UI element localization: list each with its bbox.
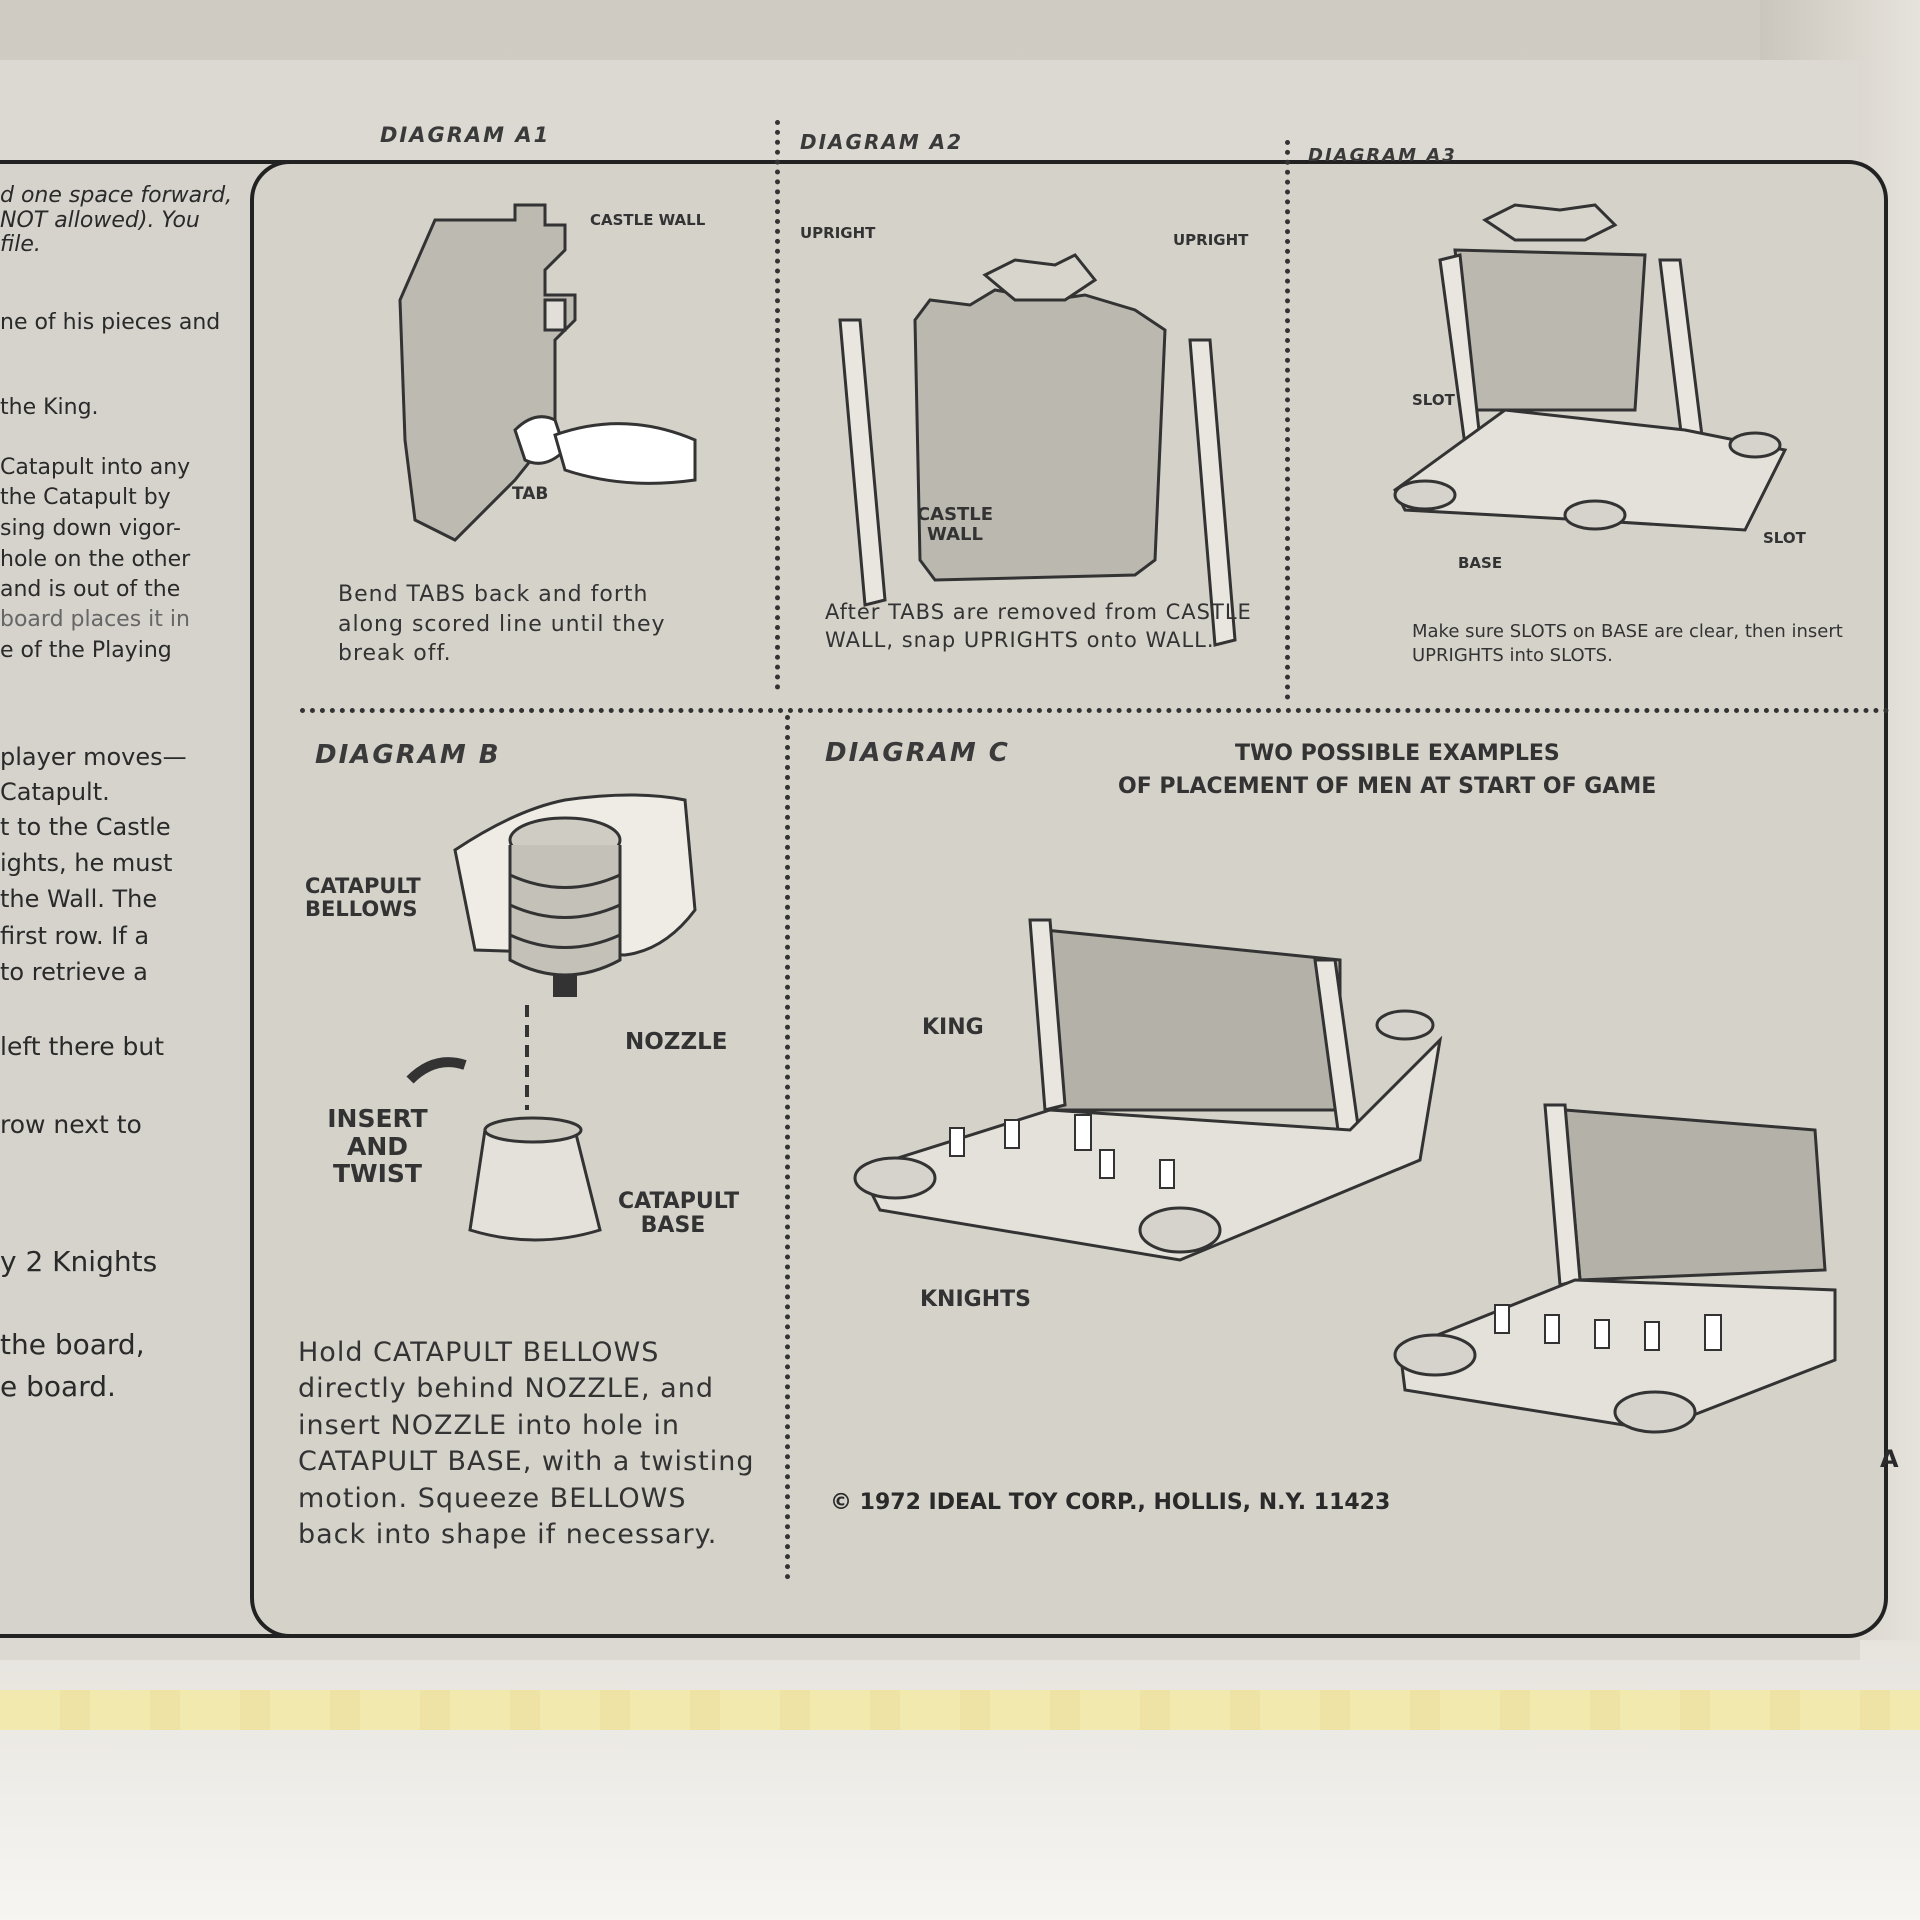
c-heading-line1: TWO POSSIBLE EXAMPLES <box>1235 741 1560 766</box>
left-text-line: t to the Castle <box>0 813 171 841</box>
a3-slot-right-tag: SLOT <box>1763 529 1806 547</box>
left-text-line: board places it in <box>0 607 190 632</box>
c-knights-tag: KNIGHTS <box>920 1287 1031 1312</box>
left-text-line: player moves— <box>0 743 187 771</box>
base-slots-illustration <box>1393 203 1788 532</box>
board-example-1 <box>853 918 1443 1262</box>
castle-wall-tab-illustration <box>398 203 697 542</box>
a1-tab-tag: TAB <box>512 484 549 504</box>
left-text-line: first row. If a <box>0 922 150 950</box>
b-nozzle-tag: NOZZLE <box>625 1029 728 1055</box>
diagram-b-label: DIAGRAM B <box>315 740 501 770</box>
diagram-a1-label: DIAGRAM A1 <box>380 123 551 147</box>
board-example-2 <box>1393 1103 1837 1434</box>
left-text-line: the Catapult by <box>0 485 171 510</box>
yellow-tape-edge <box>0 1690 1920 1730</box>
a1-castle-wall-tag: CASTLE WALL <box>590 211 706 229</box>
copyright-line: © 1972 IDEAL TOY CORP., HOLLIS, N.Y. 114… <box>830 1490 1391 1515</box>
left-text-line: e board. <box>0 1370 116 1403</box>
left-text-line: row next to <box>0 1110 142 1139</box>
left-text-line: ights, he must <box>0 849 173 877</box>
left-text-line: d one space forward, <box>0 183 233 208</box>
a2-castle-wall-tag: CASTLE WALL <box>916 504 994 545</box>
b-catapult-base-tag: CATAPULT BASE <box>618 1189 740 1239</box>
box-bottom-edge <box>0 1640 1920 1920</box>
left-text-line: and is out of the <box>0 577 181 602</box>
left-text-line: sing down vigor- <box>0 516 181 541</box>
left-text-line: e of the Playing <box>0 638 172 663</box>
b-catapult-bellows-tag: CATAPULT BELLOWS <box>305 874 421 922</box>
page-letter: A <box>1880 1445 1899 1473</box>
a2-caption: After TABS are removed from CASTLE WALL,… <box>825 600 1252 653</box>
left-text-line: Catapult. <box>0 778 110 806</box>
b-caption: Hold CATAPULT BELLOWS directly behind NO… <box>298 1337 755 1551</box>
left-text-line: NOT allowed). You <box>0 208 200 233</box>
left-text-line: file. <box>0 232 41 257</box>
a3-slot-left-tag: SLOT <box>1412 391 1455 409</box>
a3-base-tag: BASE <box>1458 554 1503 572</box>
a3-caption: Make sure SLOTS on BASE are clear, then … <box>1412 621 1843 667</box>
diagram-c-label: DIAGRAM C <box>825 738 1010 768</box>
left-text-line: ne of his pieces and <box>0 310 221 335</box>
left-text-line: Catapult into any <box>0 455 191 480</box>
catapult-bellows-illustration <box>406 793 697 1242</box>
divider-top-bottom <box>300 708 1890 713</box>
divider-b-c <box>785 715 790 1580</box>
a2-upright-right-tag: UPRIGHT <box>1173 231 1249 249</box>
diagram-a2-label: DIAGRAM A2 <box>800 130 964 154</box>
left-text-line: the board, <box>0 1328 145 1361</box>
b-insert-and-twist-tag: INSERT AND TWIST <box>327 1104 428 1188</box>
a2-upright-left-tag: UPRIGHT <box>800 224 876 242</box>
left-text-line: hole on the other <box>0 547 191 572</box>
c-heading-line2: OF PLACEMENT OF MEN AT START OF GAME <box>1118 774 1657 799</box>
diagram-a3-label: DIAGRAM A3 <box>1308 145 1457 166</box>
c-king-tag: KING <box>922 1015 984 1040</box>
left-text-line: left there but <box>0 1032 165 1061</box>
divider-a1-a2 <box>775 120 780 690</box>
left-text-line: the King. <box>0 395 99 420</box>
left-text-line: y 2 Knights <box>0 1245 158 1278</box>
left-text-line: to retrieve a <box>0 958 148 986</box>
uprights-wall-illustration <box>838 253 1237 647</box>
instruction-sheet: d one space forward, NOT allowed). You f… <box>0 60 1899 1660</box>
divider-a2-a3 <box>1285 140 1290 700</box>
a1-caption: Bend TABS back and forth along scored li… <box>338 582 666 667</box>
left-text-line: the Wall. The <box>0 885 158 913</box>
